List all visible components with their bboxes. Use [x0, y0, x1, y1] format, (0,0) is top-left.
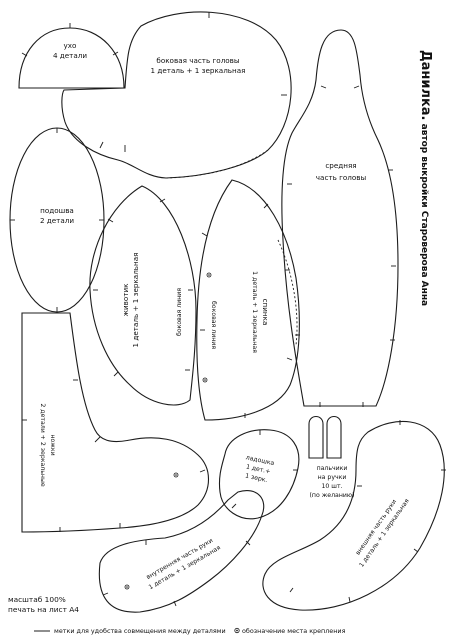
back-name: спинка	[261, 299, 270, 326]
fingers-name: пальчики	[317, 465, 348, 472]
legend-attach-icon	[234, 627, 240, 634]
fingers-line2: на ручки	[318, 474, 347, 481]
scale-note: масштаб 100% печать на лист А4	[8, 595, 79, 614]
piece-arm-outer: внешняя часть руки 1 деталь + 1 зеркальн…	[262, 420, 446, 611]
scale-line1: масштаб 100%	[8, 595, 66, 604]
legs-name: ножки	[49, 434, 56, 455]
piece-palm: ладошка 1 дет.+ 1 зерк.	[218, 429, 300, 520]
belly-name: животик	[121, 283, 130, 317]
fingers-line4: (по желанию)	[309, 492, 354, 499]
piece-sole: подошва 2 детали	[9, 127, 105, 313]
piece-arm-inner: внутренняя часть руки 1 деталь + 1 зерка…	[98, 490, 265, 613]
head-middle-name: средняя	[325, 161, 356, 170]
title-block: Данилка. автор выкройки Староверова Анна	[418, 50, 433, 306]
belly-side-line: боковая линия	[175, 288, 183, 336]
legend: метки для удобства совмещения между дета…	[34, 627, 346, 635]
piece-head-middle: средняя часть головы	[281, 29, 399, 407]
piece-head-side: боковая часть головы 1 деталь + 1 зеркал…	[61, 11, 292, 179]
title-name: Данилка. автор выкройки Староверова Анна	[418, 50, 433, 306]
piece-belly: животик 1 деталь + 1 зеркальная боковая …	[89, 185, 197, 406]
head-side-count: 1 деталь + 1 зеркальная	[151, 66, 246, 75]
back-side-line: боковая линия	[210, 301, 218, 349]
head-middle-name2: часть головы	[316, 173, 367, 182]
scale-line2: печать на лист А4	[8, 605, 79, 614]
palm-count1: 1 дет.+	[245, 464, 271, 476]
legend-attach: обозначение места крепления	[242, 627, 346, 635]
back-count: 1 деталь + 1 зеркальная	[251, 271, 258, 353]
palm-count2: 1 зерк.	[244, 473, 268, 485]
sole-name: подошва	[40, 206, 74, 215]
legs-count: 2 детали + 2 зеркальные	[39, 403, 46, 486]
head-side-name: боковая часть головы	[156, 56, 240, 65]
ear-name: ухо	[64, 41, 77, 50]
fingers-line3: 10 шт.	[321, 483, 342, 490]
ear-count: 4 детали	[53, 51, 87, 60]
piece-ear: ухо 4 детали	[18, 23, 125, 89]
legend-marks: метки для удобства совмещения между дета…	[54, 627, 226, 635]
belly-count: 1 деталь + 1 зеркальная	[131, 253, 140, 348]
piece-legs: ножки 2 детали + 2 зеркальные	[21, 312, 210, 533]
piece-fingers: пальчики на ручки 10 шт. (по желанию)	[308, 415, 355, 499]
piece-back: спинка 1 деталь + 1 зеркальная боковая л…	[196, 179, 300, 421]
sole-count: 2 детали	[40, 216, 74, 225]
